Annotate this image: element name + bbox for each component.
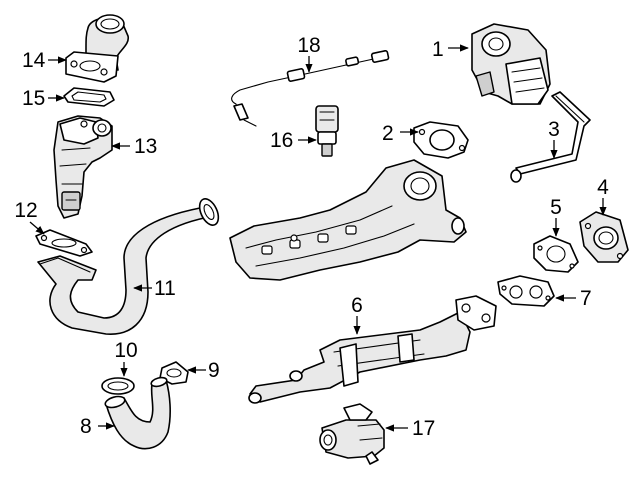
leader-12	[29, 221, 45, 235]
callout-1: 1	[432, 38, 444, 61]
callout-leaders	[29, 44, 607, 432]
part-3-tube	[510, 91, 591, 183]
callout-8: 8	[80, 415, 92, 438]
intake-manifold	[229, 159, 467, 281]
callout-16: 16	[270, 129, 293, 152]
callout-labels: 1 2 3 4 5 6 7 8 9 10 11 12 13 14 15 16 1…	[14, 34, 609, 440]
callout-9: 9	[208, 359, 220, 382]
callout-18: 18	[297, 34, 320, 57]
part-1-egr-actuator	[471, 23, 551, 105]
callout-6: 6	[351, 294, 363, 317]
part-7-gasket	[497, 275, 555, 307]
part-5-gasket	[533, 235, 579, 273]
callout-3: 3	[548, 118, 560, 141]
callout-12: 12	[14, 199, 37, 222]
part-14-egr-pipe-elbow	[65, 14, 130, 83]
part-12-gasket	[35, 229, 93, 257]
callout-14: 14	[22, 49, 46, 72]
part-4-flange	[579, 211, 629, 263]
part-10-ring-gasket	[101, 377, 135, 395]
part-2-gasket	[413, 121, 469, 159]
part-6-egr-cooler	[248, 295, 497, 404]
part-15-gasket	[63, 87, 115, 107]
part-18-sensor-wire	[231, 49, 390, 127]
part-16-pressure-sensor	[315, 105, 339, 157]
callout-15: 15	[22, 87, 45, 110]
callout-2: 2	[382, 122, 394, 145]
callout-7: 7	[580, 287, 592, 310]
part-11-egr-tube	[37, 198, 220, 335]
callout-4: 4	[597, 176, 609, 199]
part-13-egr-valve	[53, 115, 113, 219]
part-8-pipe	[104, 376, 171, 450]
callout-5: 5	[550, 196, 562, 219]
callout-11: 11	[154, 277, 176, 300]
callout-13: 13	[134, 135, 157, 158]
callout-17: 17	[412, 417, 435, 440]
part-17-valve	[319, 403, 385, 465]
callout-10: 10	[114, 339, 137, 362]
